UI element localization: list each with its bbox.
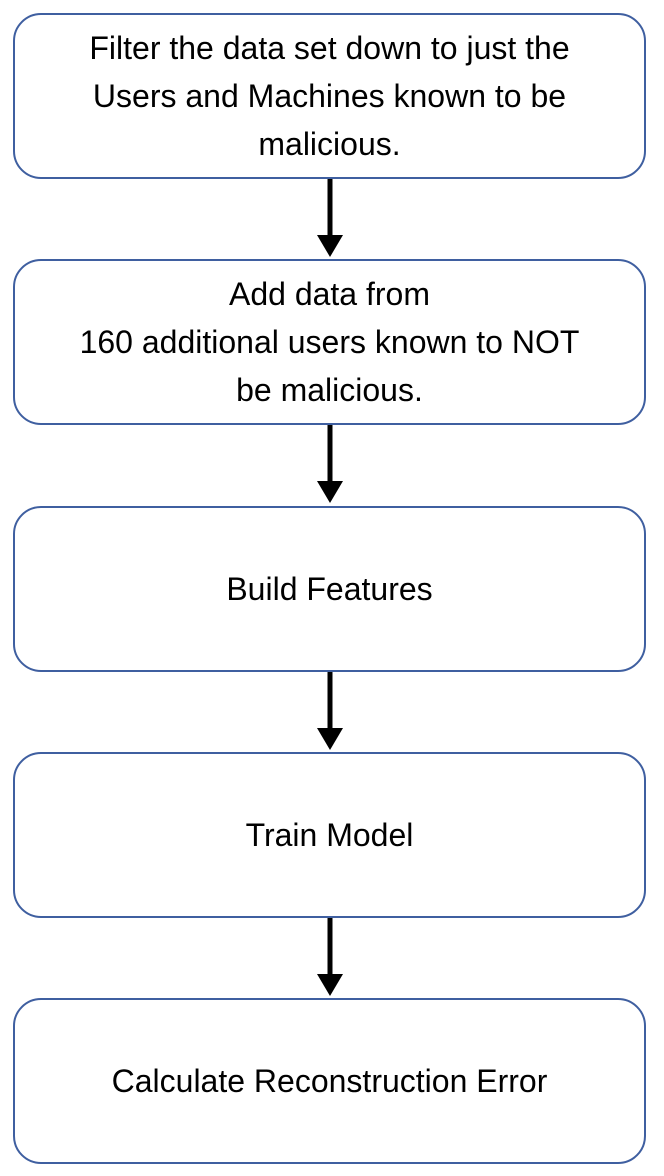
step-train-model-label: Train Model: [245, 817, 414, 853]
step-add-data: Add data from 160 additional users known…: [13, 259, 646, 425]
step-calculate-reconstruction-error-label: Calculate Reconstruction Error: [111, 1063, 548, 1099]
step-add-data-label: Add data from 160 additional users known…: [79, 276, 580, 408]
arrow-train-model-to-calc-error: [317, 918, 343, 996]
arrow-head: [317, 974, 343, 996]
arrow-build-features-to-train-model: [317, 672, 343, 750]
step-filter-data-label: Filter the data set down to just the Use…: [89, 30, 570, 162]
step-train-model: Train Model: [13, 752, 646, 918]
arrow-head: [317, 728, 343, 750]
step-filter-data: Filter the data set down to just the Use…: [13, 13, 646, 179]
arrow-head: [317, 481, 343, 503]
step-calculate-reconstruction-error: Calculate Reconstruction Error: [13, 998, 646, 1164]
step-build-features: Build Features: [13, 506, 646, 672]
arrow-filter-to-add-data: [317, 179, 343, 257]
arrow-head: [317, 235, 343, 257]
arrow-add-data-to-build-features: [317, 425, 343, 503]
step-build-features-label: Build Features: [226, 571, 433, 607]
